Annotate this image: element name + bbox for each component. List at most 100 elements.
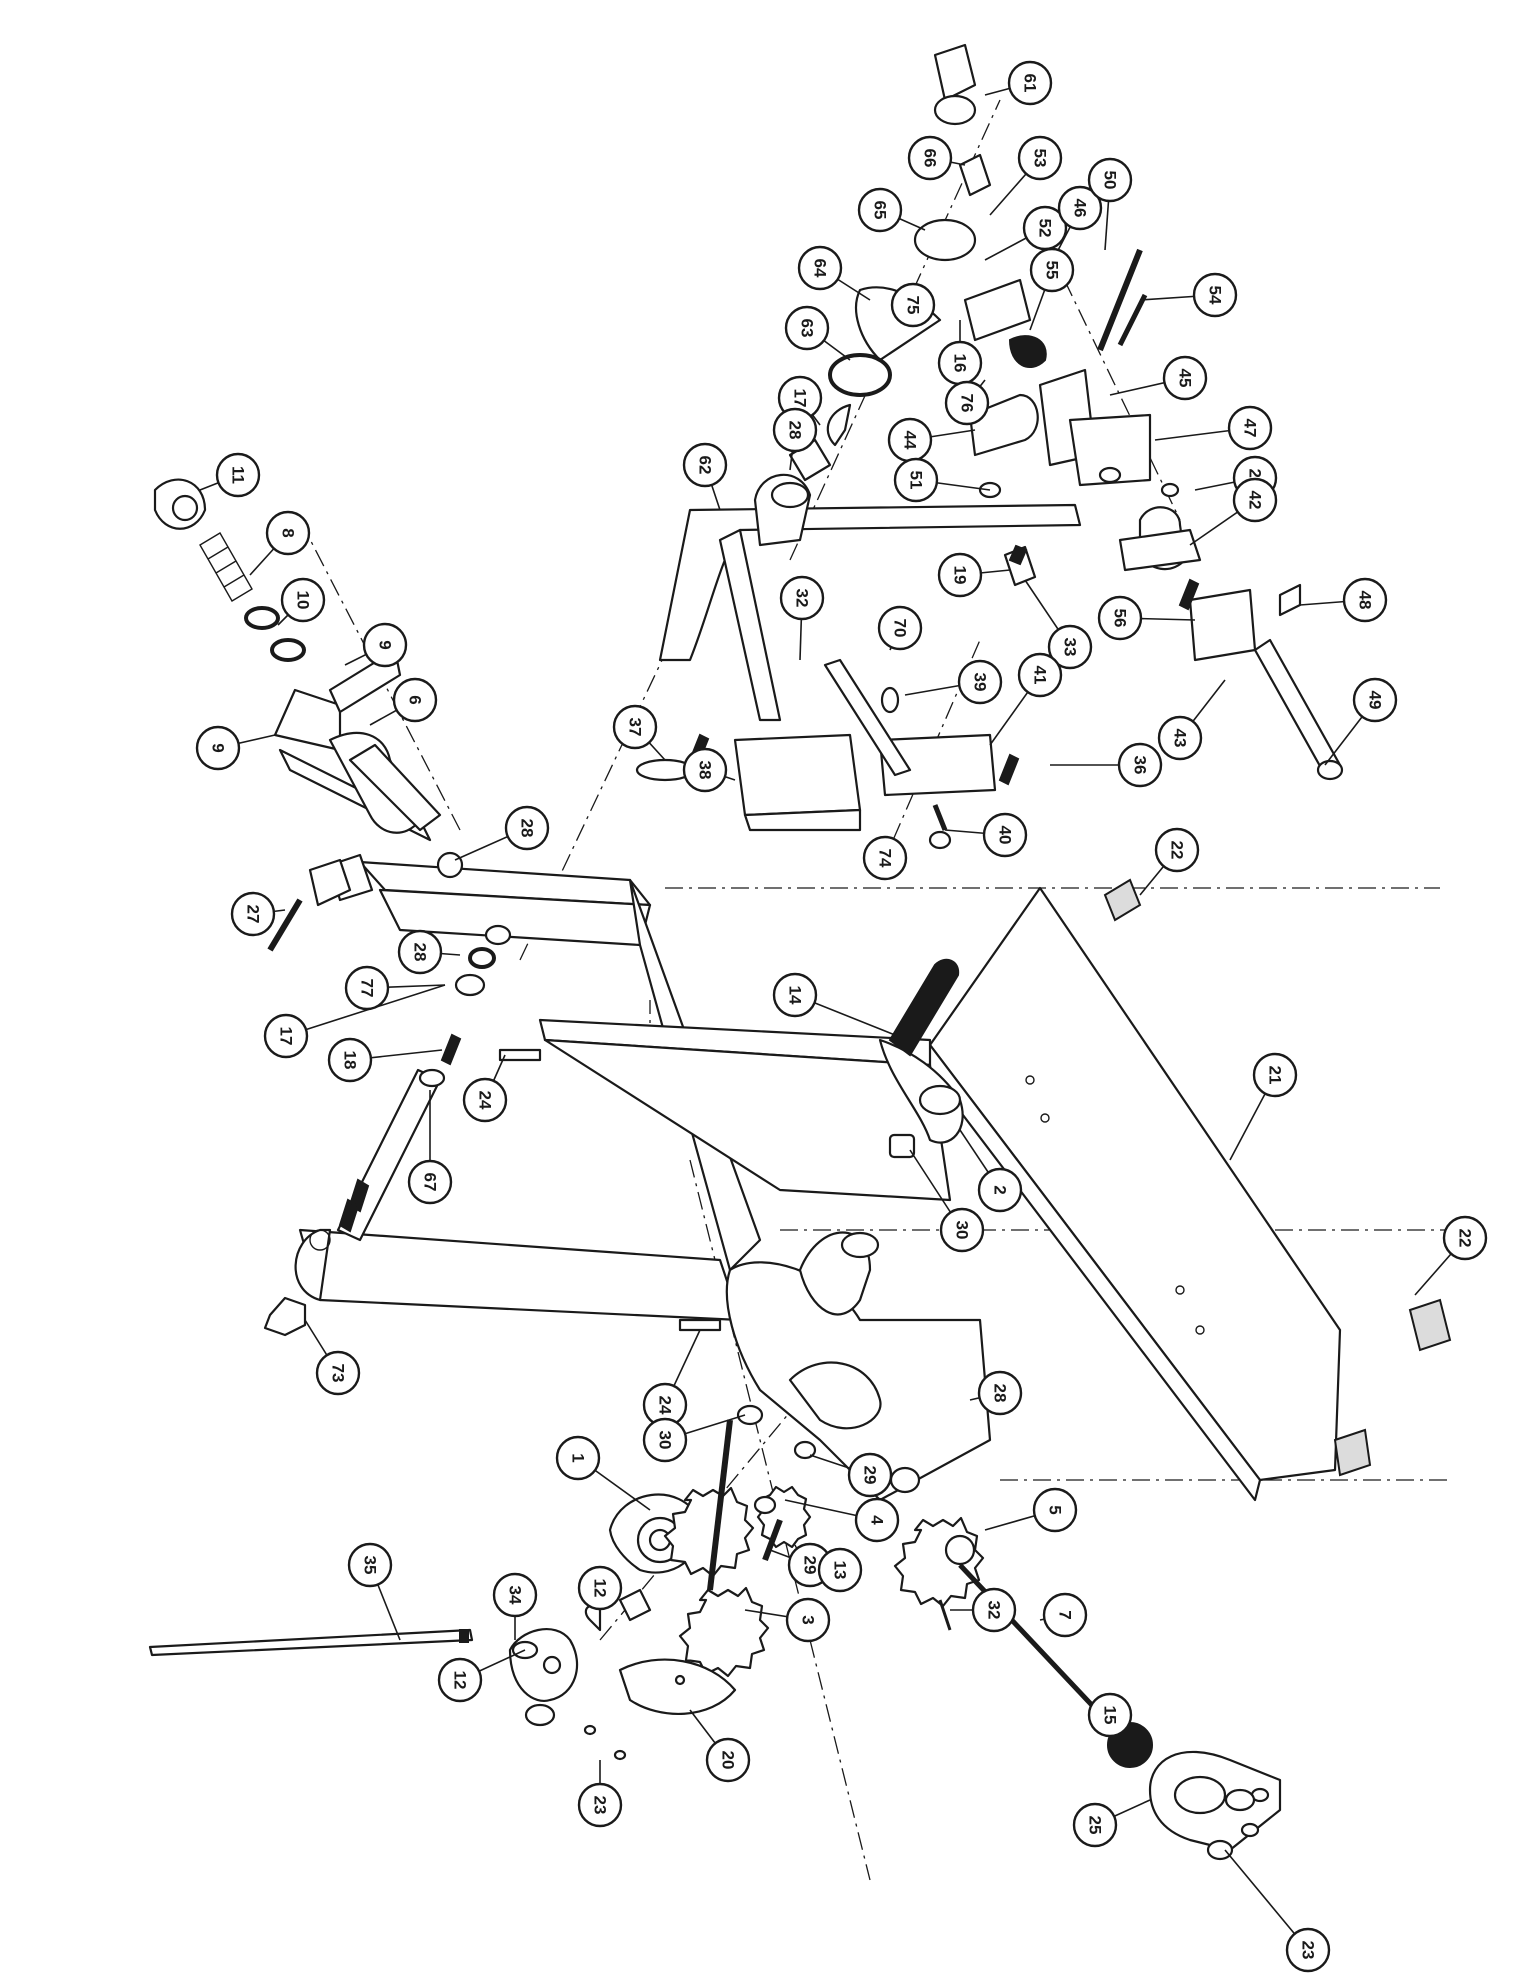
callout-circle-10 [280,577,326,623]
callout-circle-23 [1285,1927,1331,1973]
block-assembly [635,658,1020,850]
callout-circle-46 [1057,185,1103,231]
callout-label-67: 67 [421,1173,440,1192]
callout-circle-34 [492,1572,538,1618]
callout-label-22: 22 [1168,841,1187,860]
callout-label-64: 64 [811,259,830,278]
callout-label-29: 29 [801,1556,820,1575]
callout-label-37: 37 [626,718,645,737]
callout-circle-29 [847,1452,893,1498]
callout-circle-47 [1227,405,1273,451]
callout-circle-12 [437,1657,483,1703]
callout-label-66: 66 [921,149,940,168]
callout-circle-15 [1087,1692,1133,1738]
upper-right-assembly [788,43,1344,781]
callout-circle-13 [817,1547,863,1593]
callout-label-28: 28 [411,943,430,962]
callout-label-24: 24 [656,1396,675,1415]
a-frame-arm [294,853,952,1322]
callout-circle-7 [1042,1592,1088,1638]
callout-circle-77 [344,965,390,1011]
callout-label-13: 13 [831,1561,850,1580]
callout-label-45: 45 [1176,369,1195,388]
callout-label-77: 77 [358,979,377,998]
callout-label-27: 27 [244,905,263,924]
callout-label-54: 54 [1206,286,1225,305]
callout-label-39: 39 [971,673,990,692]
callout-label-14: 14 [786,986,805,1005]
callout-circle-36 [1117,742,1163,788]
callout-label-46: 46 [1071,199,1090,218]
callout-label-6: 6 [406,695,425,704]
callout-circle-28 [977,1370,1023,1416]
callout-label-2: 2 [991,1185,1010,1194]
callout-label-75: 75 [904,296,923,315]
callout-label-24: 24 [476,1091,495,1110]
callout-label-28: 28 [786,421,805,440]
callout-label-23: 23 [1299,1941,1318,1960]
callout-circle-48 [1342,577,1388,623]
callout-circle-43 [1157,715,1203,761]
bushing-30 [888,1133,916,1159]
callout-circle-30 [642,1417,688,1463]
callout-label-41: 41 [1031,666,1050,685]
gear-train [148,1404,1153,1768]
callout-label-62: 62 [696,456,715,475]
callout-label-32: 32 [985,1601,1004,1620]
callout-circle-19 [937,552,983,598]
pad-22-top [1103,878,1142,922]
callout-circle-28 [397,929,443,975]
callout-circle-32 [971,1587,1017,1633]
callout-circle-8 [265,510,311,556]
callout-label-10: 10 [294,591,313,610]
callout-label-51: 51 [907,471,926,490]
callout-label-3: 3 [799,1615,818,1624]
callout-circle-76 [944,380,990,426]
handle-lever [878,958,964,1144]
callout-label-25: 25 [1086,1816,1105,1835]
callout-circle-37 [612,704,658,750]
callout-label-61: 61 [1021,74,1040,93]
callout-label-4: 4 [868,1515,887,1525]
callout-circle-74 [862,835,908,881]
callout-label-44: 44 [901,431,920,450]
callout-label-56: 56 [1111,609,1130,628]
callout-circle-67 [407,1159,453,1205]
callout-label-20: 20 [719,1751,738,1770]
callout-label-52: 52 [1036,219,1055,238]
callout-circle-32 [779,575,825,621]
callout-label-17: 17 [277,1027,296,1046]
callout-circle-14 [772,972,818,1018]
callout-label-9: 9 [376,640,395,649]
pad-22-corner [1333,1428,1372,1477]
callout-label-74: 74 [876,849,895,868]
callout-label-48: 48 [1356,591,1375,610]
callout-label-76: 76 [958,394,977,413]
pad-22-bottom [1408,1298,1452,1352]
callout-label-18: 18 [341,1051,360,1070]
callout-label-65: 65 [871,201,890,220]
callout-circle-61 [1007,60,1053,106]
callout-circle-4 [854,1497,900,1543]
mounting-plate-25 [1148,1750,1282,1861]
callout-circle-39 [957,659,1003,705]
callout-circle-17 [263,1013,309,1059]
callout-label-5: 5 [1046,1505,1065,1514]
callout-label-1: 1 [569,1453,588,1462]
callout-leader-17 [285,984,446,1037]
callout-label-42: 42 [1246,491,1265,510]
callout-label-47: 47 [1241,419,1260,438]
callout-circle-41 [1017,652,1063,698]
callout-circle-18 [327,1037,373,1083]
callout-circle-64 [797,245,843,291]
callout-circle-28 [504,805,550,851]
callout-label-49: 49 [1366,691,1385,710]
callout-label-70: 70 [891,619,910,638]
callout-circle-1 [555,1435,601,1481]
callout-label-43: 43 [1171,729,1190,748]
gear-housing [725,1231,992,1502]
callout-circle-30 [939,1207,985,1253]
callout-label-15: 15 [1101,1706,1120,1725]
callout-label-21: 21 [1266,1066,1285,1085]
callout-label-19: 19 [951,566,970,585]
